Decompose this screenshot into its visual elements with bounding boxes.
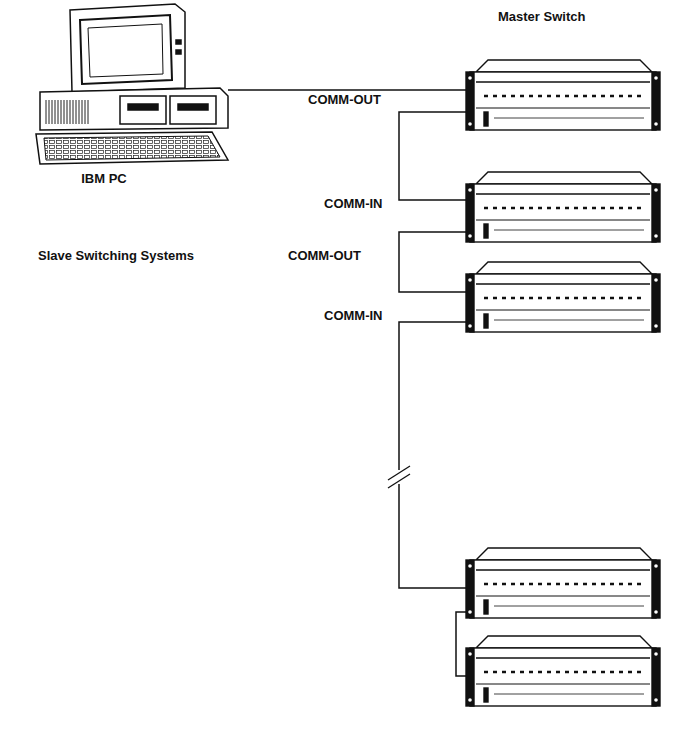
switch-node: Master Switch <box>462 10 662 132</box>
rack-unit <box>466 172 660 242</box>
port-label: COMM-OUT <box>306 92 383 107</box>
node-label: Master Switch <box>498 10 585 24</box>
rack-unit <box>466 262 660 332</box>
rack-unit <box>466 548 660 618</box>
comm-wire <box>399 484 468 588</box>
serial-cable <box>228 89 466 91</box>
port-label: COMM-OUT <box>286 248 363 263</box>
node-label: IBM PC <box>81 172 127 186</box>
rack-unit <box>466 636 660 706</box>
port-label: COMM-IN <box>322 308 385 323</box>
comm-wire <box>399 232 468 292</box>
rack-drawings <box>466 60 660 706</box>
comm-wire <box>399 322 468 470</box>
port-label: COMM-IN <box>322 196 385 211</box>
group-label: Slave Switching Systems <box>36 248 196 263</box>
comm-wire <box>456 612 468 676</box>
pc-drawing <box>36 4 228 164</box>
comm-wire <box>399 112 468 200</box>
computer-node: IBM PC <box>36 4 232 190</box>
rack-unit <box>466 60 660 130</box>
